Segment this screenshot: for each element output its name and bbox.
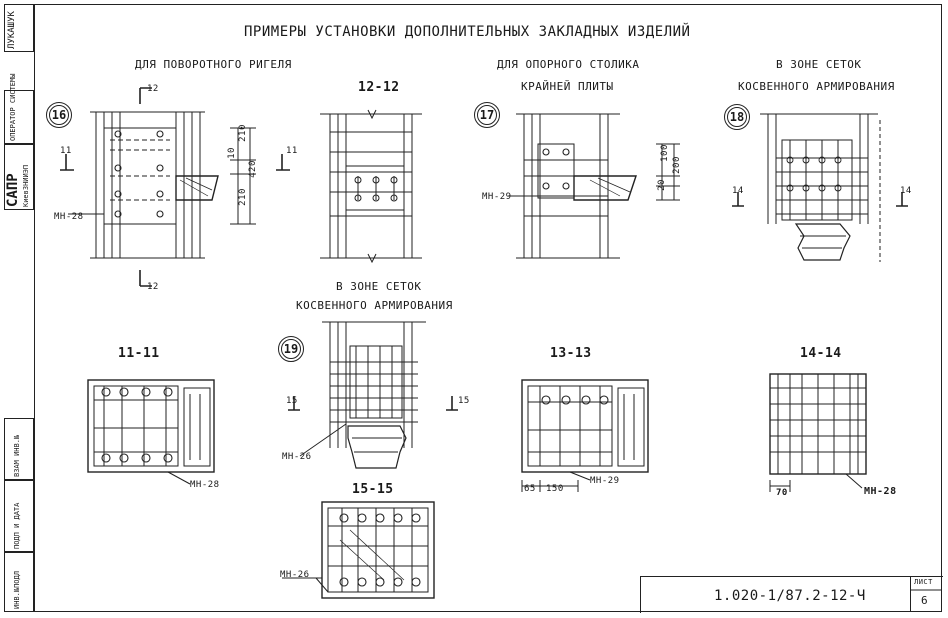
side-cell-name: ЛУКАШУК	[4, 4, 34, 52]
drawing-code: 1.020-1/87.2-12-Ч	[714, 588, 866, 604]
s14-dim-1: 70	[776, 488, 788, 498]
g16-cut-top: 12	[147, 84, 159, 94]
detail-19-drawing	[288, 321, 458, 469]
g16-heading: ДЛЯ ПОВОРОТНОГО РИГЕЛЯ	[135, 58, 292, 71]
detail-number-18: 18	[724, 104, 750, 130]
g19-heading-1: В ЗОНЕ СЕТОК	[336, 280, 422, 293]
g17-heading-1: ДЛЯ ОПОРНОГО СТОЛИКА	[497, 58, 640, 71]
s14-mark: МН-28	[864, 486, 897, 497]
g18-heading-2: КОСВЕННОГО АРМИРОВАНИЯ	[738, 80, 895, 93]
sheet-label: ЛИСТ	[914, 578, 933, 586]
g18-cut-right: 14	[900, 186, 912, 196]
section-12-label: 12-12	[358, 80, 400, 95]
s13-dim-1: 65	[524, 484, 536, 494]
drawing-title: ПРИМЕРЫ УСТАНОВКИ ДОПОЛНИТЕЛЬНЫХ ЗАКЛАДН…	[244, 24, 691, 40]
detail-17-drawing	[508, 113, 680, 259]
g16-mark: МН-28	[54, 212, 84, 222]
detail-18-drawing	[732, 113, 908, 262]
section-11-drawing	[87, 379, 215, 485]
side-cell-invpodl: ИНВ.№ПОДЛ	[4, 552, 34, 612]
g16-cut-bottom: 12	[147, 282, 159, 292]
detail-number-17: 17	[474, 102, 500, 128]
stamp-box	[640, 576, 943, 613]
g19-cut-right: 15	[458, 396, 470, 406]
g19-heading-2: КОСВЕННОГО АРМИРОВАНИЯ	[296, 299, 453, 312]
side-cell-sign: ПОДП И ДАТА	[4, 480, 34, 552]
g19-cut-left: 15	[286, 396, 298, 406]
g18-cut-left: 14	[732, 186, 744, 196]
g16-cut-right: 11	[286, 146, 298, 156]
g17-mark: МН-29	[482, 192, 512, 202]
g18-heading-1: В ЗОНЕ СЕТОК	[776, 58, 862, 71]
section-14-drawing	[769, 373, 867, 492]
g19-mark: МН-26	[282, 452, 312, 462]
side-cell-operator: ОПЕРАТОР СИСТЕМЫ	[4, 74, 34, 144]
drawing-frame	[34, 4, 942, 612]
detail-number-19: 19	[278, 336, 304, 362]
section-12-drawing	[320, 109, 422, 264]
side-cell-org: САПР КиевЗНИИЭП	[4, 144, 34, 210]
section-14-label: 14-14	[800, 346, 842, 361]
s11-mark: МН-28	[190, 480, 220, 490]
sheet-number: 6	[921, 594, 929, 607]
section-13-drawing	[521, 379, 649, 492]
section-11-label: 11-11	[118, 346, 160, 361]
s13-dim-2: 150	[546, 484, 564, 494]
s15-mark: МН-26	[280, 570, 310, 580]
s13-mark: МН-29	[590, 476, 620, 486]
side-cell-inv: ВЗАМ ИНВ.№	[4, 418, 34, 480]
g17-heading-2: КРАЙНЕЙ ПЛИТЫ	[521, 80, 614, 93]
detail-number-16: 16	[46, 102, 72, 128]
section-15-label: 15-15	[352, 482, 394, 497]
detail-16-drawing	[60, 87, 290, 287]
section-13-label: 13-13	[550, 346, 592, 361]
g16-cut-left: 11	[60, 146, 72, 156]
sheet-box	[910, 576, 943, 612]
section-15-drawing	[282, 501, 435, 599]
